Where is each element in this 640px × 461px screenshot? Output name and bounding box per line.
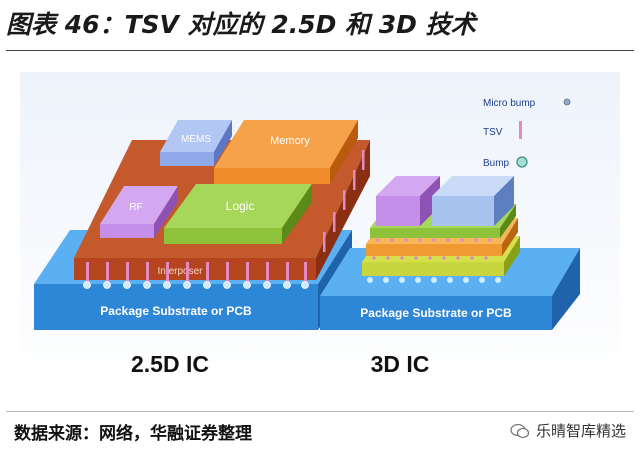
watermark-text: 乐晴智库精选 <box>535 422 626 440</box>
mems-label: MEMS <box>181 134 211 145</box>
rf-chip: RF <box>100 186 178 238</box>
mems-chip: MEMS <box>160 120 232 166</box>
interposer-label: Interposer <box>157 266 203 277</box>
tsv-diagram: Package Substrate or PCB Interposer MEMS <box>20 72 620 394</box>
source-divider <box>6 411 634 412</box>
caption-3d: 3D IC <box>371 351 430 377</box>
wechat-icon <box>510 423 530 438</box>
figure-title: 图表 46：TSV 对应的 2.5D 和 3D 技术 <box>6 10 476 39</box>
caption-2-5d: 2.5D IC <box>131 351 209 377</box>
bump-icon <box>516 156 528 168</box>
memory-chip: Memory <box>214 120 358 184</box>
tsv-side-left <box>323 150 365 252</box>
stack-chip-blue <box>432 176 514 226</box>
legend-micro-bump-label: Micro bump <box>483 98 536 109</box>
tsv-row-left <box>86 262 307 284</box>
logic-label: Logic <box>226 199 255 213</box>
legend-bump-label: Bump <box>483 158 510 169</box>
right-substrate-label: Package Substrate or PCB <box>360 306 512 320</box>
left-substrate-label: Package Substrate or PCB <box>100 304 252 318</box>
legend-tsv-label: TSV <box>483 127 503 138</box>
stack-chip-purple <box>376 176 440 226</box>
legend: Micro bump TSV Bump <box>483 98 571 169</box>
logic-chip: Logic <box>164 184 312 244</box>
rf-label: RF <box>129 202 142 213</box>
micro-bump-icon <box>563 98 571 106</box>
memory-label: Memory <box>270 135 310 147</box>
source-note: 数据来源：网络，华融证券整理 <box>14 424 252 444</box>
tsv-icon <box>519 121 522 139</box>
watermark: 乐晴智库精选 <box>510 420 626 441</box>
bump-row-left <box>83 281 309 289</box>
title-divider <box>6 50 634 51</box>
